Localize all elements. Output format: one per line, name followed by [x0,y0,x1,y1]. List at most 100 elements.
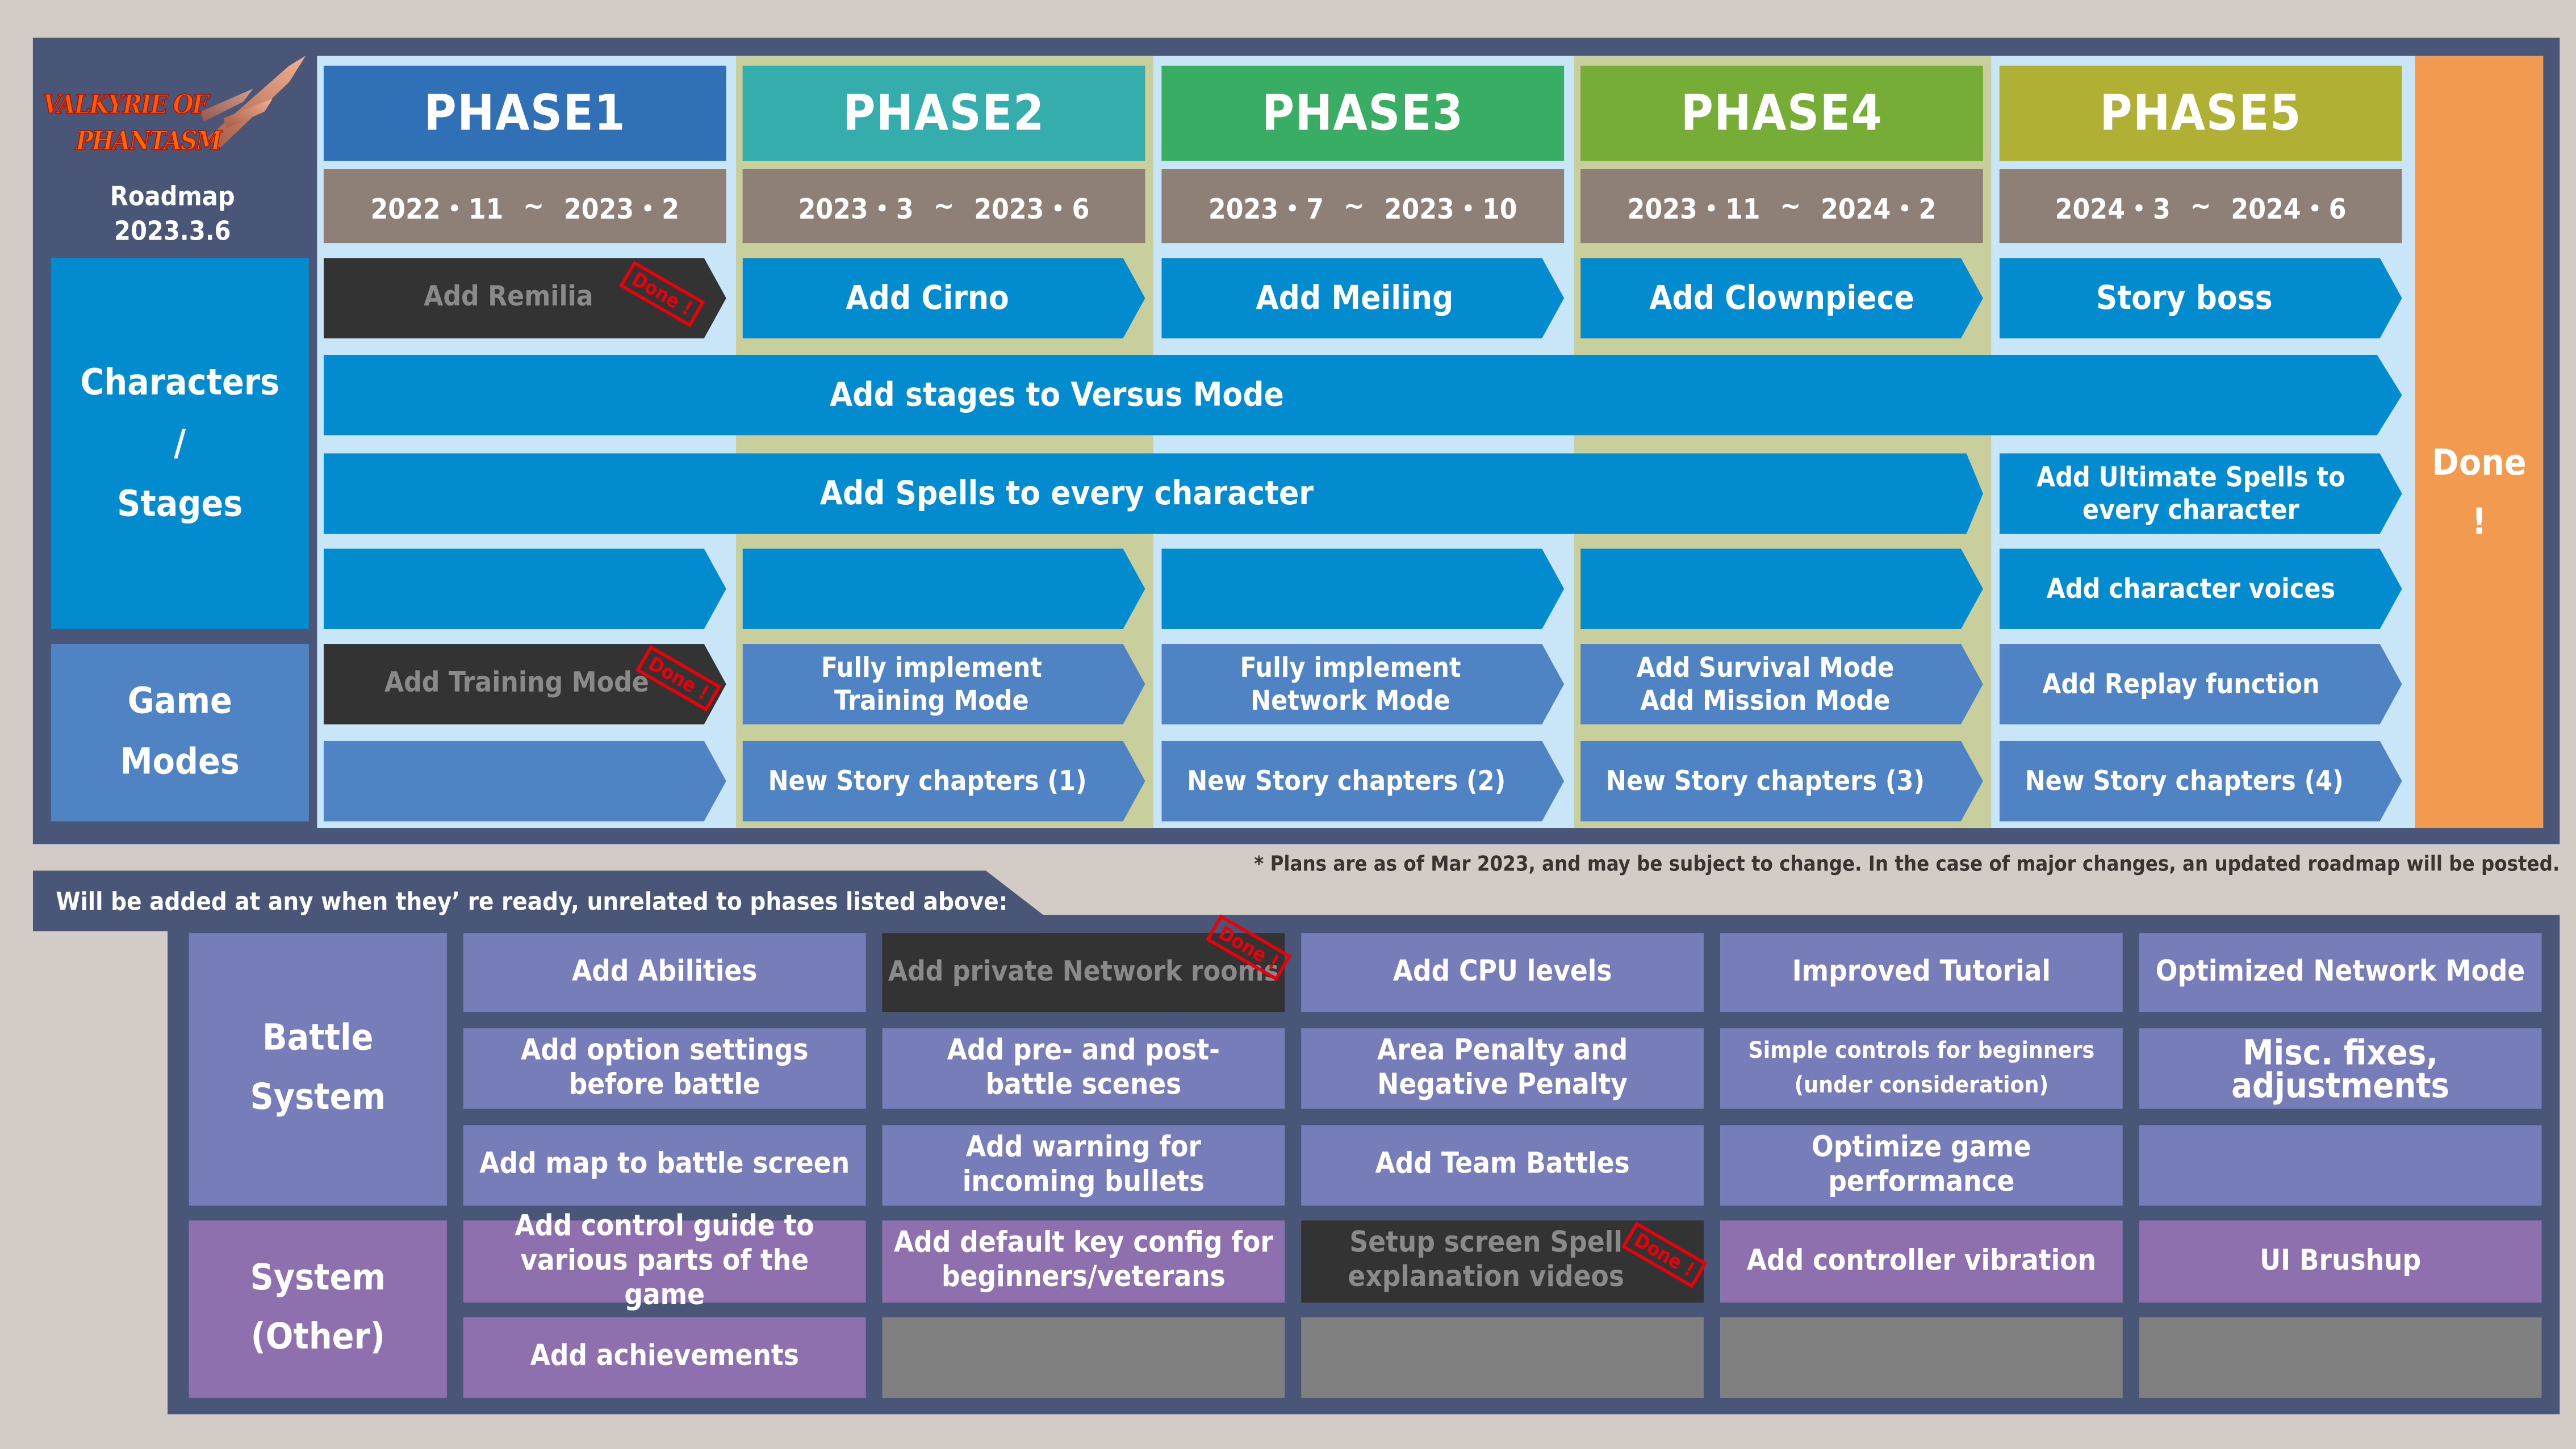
task-label: Add Clownpiece [1649,277,1914,317]
phase5-start: 2024・3 [2055,194,2171,227]
task-story-chapters-4: New Story chapters (4) [1999,740,2402,822]
empty-item-slot [2139,1125,2542,1206]
empty-item-slot [1301,1317,1704,1398]
task-label: Add stages to Versus Mode [829,374,1284,414]
task-label: New Story chapters (4) [2025,764,2344,796]
item-optimize-performance: Optimize game performance [1720,1125,2123,1206]
label-line: Stages [117,483,243,525]
phase2-end: 2023・6 [974,194,1090,227]
item-control-guide: Add control guide to various parts of th… [463,1210,866,1312]
item-cpu-levels: Add CPU levels [1301,933,1704,1012]
task-replay-function: Add Replay function [1999,644,2402,724]
task-label: Add Remilia [424,280,593,314]
task-story-chapters-2: New Story chapters (2) [1161,740,1565,822]
section-label-game-modes: Game Modes [51,644,309,822]
phase1-start: 2022・11 [370,194,504,227]
phase4-start: 2023・11 [1627,194,1760,227]
label-line: System [250,1077,386,1119]
phase1-header: PHASE1 [323,65,726,161]
task-story-boss: Story boss [1999,258,2402,338]
label-line: Characters [80,362,280,404]
task-label: Add Cirno [846,277,1009,317]
task-label: Add Replay function [2042,668,2320,699]
label-line: / [174,422,186,464]
task-add-clownpiece: Add Clownpiece [1580,258,1983,338]
phase5-header: PHASE5 [1999,65,2402,161]
empty-item-slot [2139,1317,2542,1398]
label-line: Battle [262,1018,374,1059]
date-separator: ~ [1780,190,1801,223]
roadmap-date: 2023.3.6 [114,215,231,246]
done-word: Done [2432,443,2527,485]
task-add-training-mode: Add Training Mode [323,644,726,724]
item-simple-controls: Simple controls for beginners (under con… [1720,1028,2123,1109]
phase3-header: PHASE3 [1161,65,1565,161]
task-label: Fully implement Training Mode [821,651,1042,715]
phase4-header: PHASE4 [1580,65,1983,161]
item-private-network-rooms: Add private Network rooms [882,933,1285,1012]
item-optimized-network: Optimized Network Mode [2139,933,2542,1012]
empty-task-slot [742,548,1145,630]
task-ultimate-spells: Add Ultimate Spells to every character [1999,453,2402,534]
task-label: Add Meiling [1256,277,1454,317]
done-column [2415,56,2544,828]
item-warning-bullets: Add warning for incoming bullets [882,1125,1285,1206]
roadmap-label: Roadmap [110,181,235,212]
item-improved-tutorial: Improved Tutorial [1720,933,2123,1012]
task-add-stages-versus: Add stages to Versus Mode [323,354,2402,435]
item-controller-vibration: Add controller vibration [1720,1220,2123,1303]
section-label-battle-system: Battle System [189,933,447,1206]
phase3-dates: 2023・7 ~2023・10 [1161,169,1565,244]
phase1-dates: 2022・11 ~2023・2 [323,169,726,244]
task-label: Story boss [2096,277,2273,317]
task-add-meiling: Add Meiling [1161,258,1565,338]
task-add-remilia: Add Remilia [323,258,726,338]
date-separator: ~ [933,190,955,223]
date-separator: ~ [1343,190,1365,223]
phase4-end: 2024・2 [1821,194,1937,227]
item-setup-screen-videos: Setup screen Spell explanation videos [1301,1220,1704,1303]
task-label: Add Spells to every character [819,473,1314,513]
item-pre-post-battle-scenes: Add pre- and post-battle scenes [882,1028,1285,1109]
done-column-label: Done ! [2415,435,2544,554]
item-option-settings: Add option settings before battle [463,1028,866,1109]
section-label-system-other: System (Other) [189,1220,447,1398]
game-logo: VALKYRIE OF PHANTASM [42,53,312,174]
logo-art [200,56,306,148]
empty-task-slot [1580,548,1983,630]
label-line: Game [127,681,232,723]
phase5-end: 2024・6 [2231,194,2347,227]
task-story-chapters-1: New Story chapters (1) [742,740,1145,822]
task-label: Add Ultimate Spells to every character [2036,460,2345,525]
label-line: Modes [120,742,240,784]
phase5-dates: 2024・3~2024・6 [1999,169,2402,244]
task-add-spells: Add Spells to every character [323,453,1983,534]
task-fully-implement-network: Fully implement Network Mode [1161,644,1565,724]
task-survival-mission-modes: Add Survival Mode Add Mission Mode [1580,644,1983,724]
empty-task-slot [323,740,726,822]
phase2-header: PHASE2 [742,65,1145,161]
item-add-abilities: Add Abilities [463,933,866,1012]
phase2-dates: 2023・3~2023・6 [742,169,1145,244]
item-map-battle-screen: Add map to battle screen [463,1125,866,1206]
phase3-start: 2023・7 [1208,194,1324,227]
empty-item-slot [882,1317,1285,1398]
task-label: New Story chapters (1) [768,764,1087,796]
phase4-dates: 2023・11 ~2024・2 [1580,169,1983,244]
footnote: * Plans are as of Mar 2023, and may be s… [1254,851,2560,876]
task-label: Add Training Mode [384,667,649,700]
logo-line1: VALKYRIE OF [42,88,209,120]
item-area-penalty: Area Penalty and Negative Penalty [1301,1028,1704,1109]
phase3-end: 2023・10 [1384,194,1517,227]
logo-line2: PHANTASM [75,124,223,157]
phase1-end: 2023・2 [563,194,680,227]
label-line: (Other) [250,1317,385,1359]
task-character-voices: Add character voices [1999,548,2402,630]
date-separator: ~ [523,190,545,223]
task-label: New Story chapters (2) [1187,764,1506,796]
task-label: Fully implement Network Mode [1240,651,1461,715]
item-default-key-config: Add default key config for beginners/vet… [882,1220,1285,1303]
done-exclaim: ! [2472,502,2487,544]
item-misc-fixes: Misc. fixes, adjustments [2139,1028,2542,1109]
